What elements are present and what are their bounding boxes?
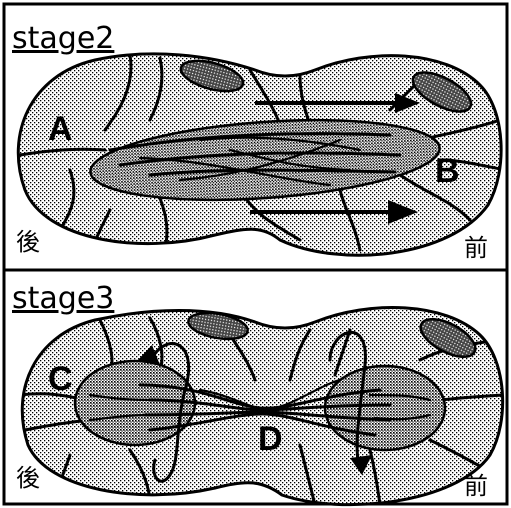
stage2-rear-label: 後 bbox=[16, 228, 40, 256]
label-b: B bbox=[435, 152, 460, 190]
stage3-rear-label: 後 bbox=[16, 464, 40, 492]
label-a: A bbox=[48, 110, 73, 148]
stage3-nucleus-right bbox=[325, 366, 445, 450]
stage2-panel: stage2 bbox=[12, 21, 505, 262]
label-c: C bbox=[48, 360, 73, 398]
stage3-front-label: 前 bbox=[464, 472, 488, 500]
stage3-title: stage3 bbox=[12, 281, 114, 316]
stage3-panel: stage3 bbox=[12, 281, 505, 505]
label-d: D bbox=[258, 420, 283, 458]
stage2-title: stage2 bbox=[12, 21, 114, 56]
stage2-front-label: 前 bbox=[464, 234, 488, 262]
